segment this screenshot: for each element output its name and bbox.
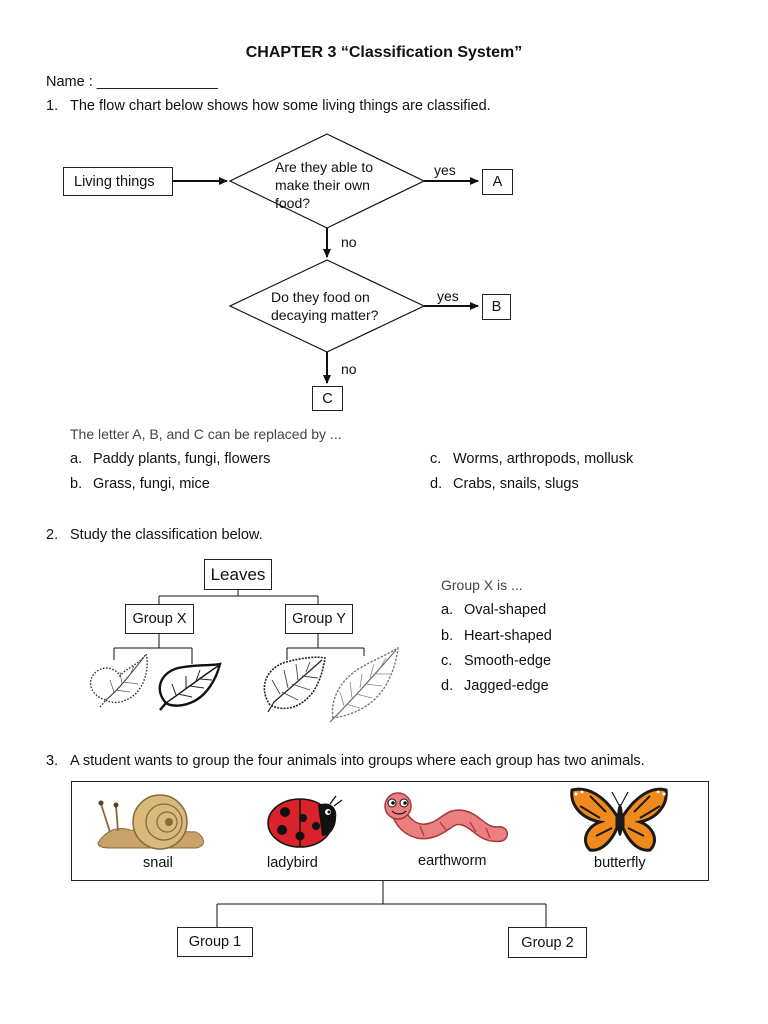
box-a: A — [482, 169, 513, 195]
q2-option-d[interactable]: d. Jagged-edge — [441, 678, 549, 694]
option-letter: a. — [70, 451, 83, 467]
heart-leaf-dotted-image — [89, 652, 148, 708]
animal-label-ladybird: ladybird — [267, 855, 318, 871]
option-letter: c. — [430, 451, 442, 467]
q1-question: The letter A, B, and C can be replaced b… — [70, 426, 342, 442]
no-label-1: no — [341, 234, 357, 250]
group-x-box: Group X — [125, 604, 194, 634]
box-c: C — [312, 386, 343, 411]
group-2-box: Group 2 — [508, 927, 587, 958]
decision2-text: Do they food on decaying matter? — [271, 288, 378, 324]
yes-label-1: yes — [434, 162, 456, 178]
q1-number: 1. — [46, 98, 59, 114]
q1-option-a[interactable]: a. Paddy plants, fungi, flowers — [70, 451, 270, 467]
option-letter: d. — [430, 476, 443, 492]
option-letter: d. — [441, 678, 454, 694]
animal-label-snail: snail — [143, 855, 173, 871]
animal-label-earthworm: earthworm — [418, 853, 487, 869]
animal-panel — [71, 781, 709, 881]
box-b: B — [482, 294, 511, 320]
page-title: CHAPTER 3 “Classification System” — [245, 44, 523, 61]
no-label-2: no — [341, 361, 357, 377]
jagged-round-leaf-image — [263, 656, 326, 713]
option-text: Worms, arthropods, mollusk — [453, 451, 634, 467]
option-letter: b. — [441, 628, 454, 644]
option-text: Paddy plants, fungi, flowers — [93, 451, 271, 467]
q3-prompt: A student wants to group the four animal… — [70, 753, 645, 769]
smooth-leaf-image — [158, 662, 222, 711]
decision1-text: Are they able to make their own food? — [275, 158, 373, 212]
name-line: Name : _______________ — [46, 74, 218, 90]
option-letter: a. — [441, 602, 454, 618]
decision1-line-2: make their own — [275, 177, 370, 193]
q2-question: Group X is ... — [441, 577, 523, 593]
q1-option-c[interactable]: c. Worms, arthropods, mollusk — [430, 451, 633, 467]
q3-number: 3. — [46, 753, 59, 769]
q1-option-d[interactable]: d. Crabs, snails, slugs — [430, 476, 579, 492]
earthworm-image — [384, 792, 508, 843]
group-y-box: Group Y — [285, 604, 353, 634]
option-letter: c. — [441, 653, 453, 669]
option-text: Oval-shaped — [464, 602, 547, 618]
ladybird-image — [267, 795, 343, 848]
option-text: Smooth-edge — [464, 653, 552, 669]
q2-prompt: Study the classification below. — [70, 527, 263, 543]
snail-image — [97, 794, 204, 850]
start-box: Living things — [63, 167, 173, 196]
q2-option-b[interactable]: b. Heart-shaped — [441, 628, 552, 644]
decision2-line-1: Do they food on — [271, 289, 370, 305]
q1-option-b[interactable]: b. Grass, fungi, mice — [70, 476, 210, 492]
option-text: Heart-shaped — [464, 628, 552, 644]
group-1-box: Group 1 — [177, 927, 253, 957]
leaves-root-box: Leaves — [204, 559, 272, 590]
decision1-line-3: food? — [275, 195, 311, 211]
q2-option-a[interactable]: a. Oval-shaped — [441, 602, 546, 618]
option-letter: b. — [70, 476, 83, 492]
animal-label-butterfly: butterfly — [594, 855, 646, 871]
butterfly-image — [570, 787, 668, 852]
option-text: Crabs, snails, slugs — [453, 476, 579, 492]
q2-number: 2. — [46, 527, 59, 543]
yes-label-2: yes — [437, 288, 459, 304]
q1-prompt: The flow chart below shows how some livi… — [70, 98, 491, 114]
option-text: Grass, fungi, mice — [93, 476, 210, 492]
option-text: Jagged-edge — [464, 678, 549, 694]
decision2-line-2: decaying matter? — [271, 307, 379, 323]
decision1-line-1: Are they able to — [275, 159, 374, 175]
jagged-long-leaf-image — [329, 646, 399, 723]
q2-option-c[interactable]: c. Smooth-edge — [441, 653, 551, 669]
